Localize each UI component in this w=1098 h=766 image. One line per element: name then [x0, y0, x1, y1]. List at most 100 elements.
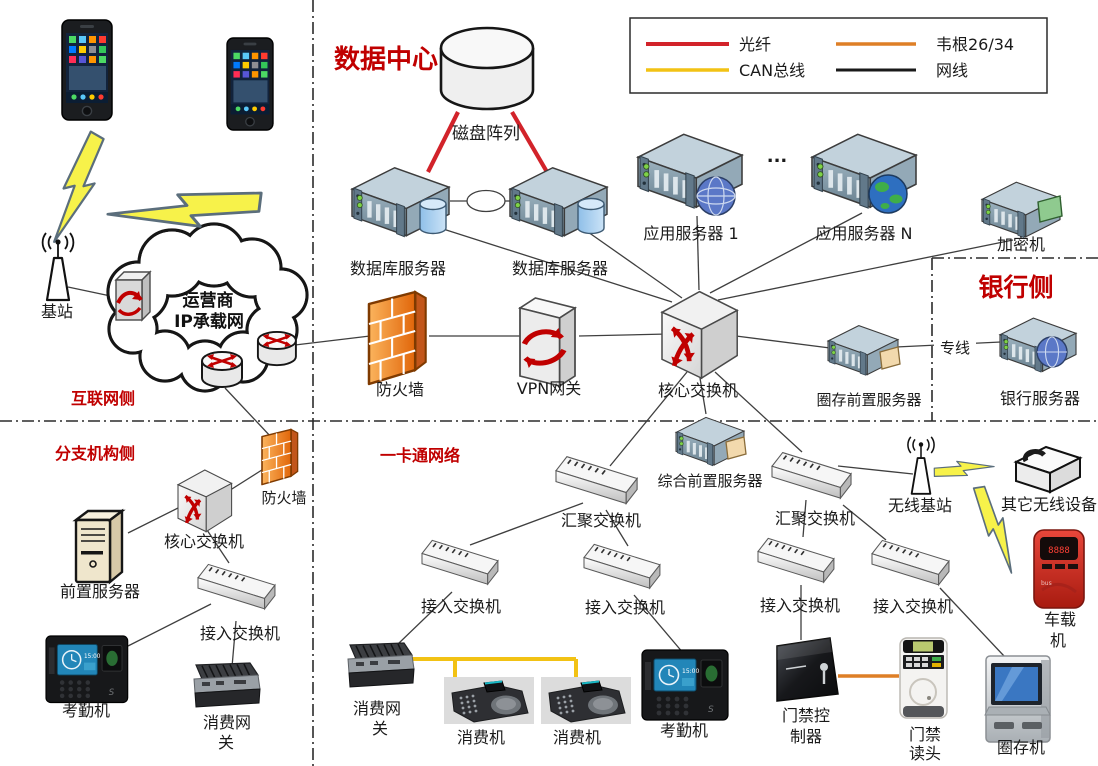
door-controller-icon: [776, 637, 839, 702]
cloud-label-line1: 运营商: [183, 290, 234, 311]
deposit-kiosk-icon: [984, 655, 1051, 743]
carrier-gateway-icon: [114, 270, 152, 322]
cluster-ellipse: [466, 189, 506, 213]
core-switch-branch-icon: [176, 468, 234, 534]
svg-text:bus: bus: [1041, 580, 1052, 587]
db-disk-icon: [577, 197, 605, 235]
encryptor-label: 加密机: [997, 235, 1045, 254]
legend-label-fiber: 光纤: [739, 35, 771, 54]
legend-label-ethernet: 网线: [936, 61, 968, 80]
app-server-1-label: 应用服务器 1: [643, 224, 738, 243]
vpn-gateway-label: VPN网关: [517, 379, 582, 398]
firewall-branch-icon: [261, 428, 299, 486]
ellipsis-label: ...: [767, 146, 788, 167]
consume-gateway-label-2: 关: [372, 719, 388, 738]
globe-icon: [868, 174, 908, 214]
other-wireless-label: 其它无线设备: [1001, 495, 1097, 514]
section-data-center: 数据中心: [334, 45, 438, 75]
svg-text:8888: 8888: [1048, 546, 1070, 556]
db-server-1-label: 数据库服务器: [350, 259, 446, 278]
section-bank: 银行侧: [978, 273, 1053, 302]
fiber-link: [426, 111, 460, 173]
front-server-label: 前置服务器: [60, 582, 140, 601]
card-icon: [879, 346, 901, 370]
app-server-n-label: 应用服务器 N: [815, 224, 912, 243]
devices: 8888 bus: [41, 19, 1085, 743]
attendance-machine-branch-icon: [45, 635, 129, 704]
vehicle-unit-label-1: 车载: [1044, 610, 1076, 629]
agg-switch-left-icon: [555, 455, 638, 505]
consume-gateway-icon: [347, 642, 415, 688]
door-controller-label-1: 门禁控: [782, 706, 830, 725]
smartphone-icon: [61, 19, 113, 121]
firewall-dc-icon: [367, 290, 427, 386]
pos-machine-icon: [443, 676, 535, 725]
router-icon: [256, 330, 298, 367]
card-icon: [725, 436, 747, 460]
access-switch-branch-label: 接入交换机: [200, 624, 280, 643]
integrated-front-label: 综合前置服务器: [657, 472, 762, 490]
lightning-icon: [930, 443, 995, 493]
agg-switch-right-label: 汇聚交换机: [775, 509, 855, 528]
attendance-machine-icon: [641, 649, 729, 721]
labels: 数据中心 互联网侧 分支机构侧 一卡通网络 银行侧 磁盘阵列 数据库服务器 数据…: [41, 45, 1097, 763]
globe-icon: [696, 176, 736, 216]
dedicated-line-bg: [934, 336, 976, 356]
access-switch-2-icon: [583, 543, 661, 589]
attendance-label: 考勤机: [660, 721, 708, 740]
globe-icon: [1036, 336, 1068, 368]
legend-label-wiegand: 韦根26/34: [936, 35, 1014, 54]
bank-server-label: 银行服务器: [1000, 389, 1080, 408]
legend-box: [629, 17, 1048, 94]
wireless-station-label: 无线基站: [888, 496, 952, 515]
pos-machine-icon: [540, 676, 632, 725]
db-server-2-label: 数据库服务器: [512, 259, 608, 278]
card-icon: [1037, 195, 1063, 223]
agg-switch-left-label: 汇聚交换机: [561, 511, 641, 530]
router-icon: [200, 350, 244, 389]
lightning-icon: [53, 128, 106, 246]
tower-server-icon: [72, 508, 126, 585]
access-switch-3-icon: [757, 537, 835, 583]
firewall-dc-label: 防火墙: [376, 380, 424, 399]
pos-1-label: 消费机: [457, 728, 505, 747]
section-branch: 分支机构侧: [55, 444, 135, 463]
base-station-label: 基站: [41, 302, 73, 321]
db-disk-icon: [419, 197, 447, 235]
core-switch-icon: [662, 292, 737, 378]
door-reader-label-2: 读头: [909, 744, 941, 763]
consume-gateway-branch-label-1: 消费网: [203, 713, 251, 732]
fiber-link: [510, 110, 549, 174]
smartphone-icon: [226, 37, 274, 131]
consume-gateway-branch-icon: [193, 662, 261, 708]
vpn-gateway-icon: [520, 298, 575, 386]
cloud-label-line2: IP承载网: [174, 311, 244, 332]
consume-gateway-branch-label-2: 关: [218, 733, 234, 752]
access-switch-1-icon: [421, 539, 499, 585]
vehicle-unit-label-2: 机: [1050, 631, 1066, 650]
base-station-icon: [41, 231, 75, 302]
agg-switch-right-icon: [771, 451, 852, 499]
access-switch-4-label: 接入交换机: [873, 597, 953, 616]
dedicated-line-label: 专线: [940, 339, 970, 357]
firewall-branch-label: 防火墙: [261, 489, 306, 507]
disk-array-icon: [439, 26, 535, 111]
legend-label-can: CAN总线: [739, 61, 805, 80]
pos-2-label: 消费机: [553, 728, 601, 747]
deposit-kiosk-label: 圈存机: [997, 738, 1045, 757]
disk-array-label: 磁盘阵列: [452, 124, 520, 144]
door-reader-label-1: 门禁: [909, 725, 941, 744]
vehicle-unit-icon: 8888 bus: [1033, 529, 1085, 609]
section-card-network: 一卡通网络: [380, 446, 460, 465]
door-controller-label-2: 制器: [790, 727, 822, 746]
access-switch-4-icon: [871, 539, 950, 586]
consume-gateway-label-1: 消费网: [353, 699, 401, 718]
access-switch-2-label: 接入交换机: [585, 598, 665, 617]
access-switch-branch-icon: [197, 563, 276, 610]
access-switch-3-label: 接入交换机: [760, 596, 840, 615]
other-wireless-icon: [1013, 445, 1083, 494]
attendance-branch-label: 考勤机: [62, 701, 110, 720]
core-switch-branch-label: 核心交换机: [164, 532, 244, 551]
